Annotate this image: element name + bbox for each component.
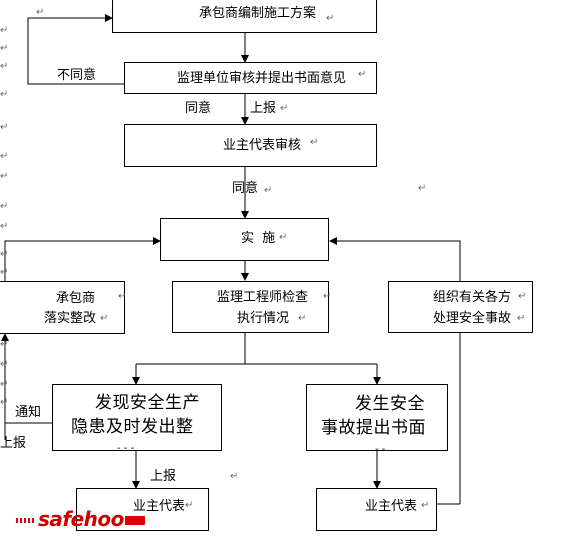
return-mark: ↵ [421, 500, 430, 511]
return-mark: ↵ [264, 185, 273, 196]
safehoo-logo: safehoo [16, 507, 145, 531]
box-supervisor-inspect-line1: 监理工程师检查 [217, 290, 309, 305]
return-mark: ↵ [280, 103, 289, 114]
box-organize-handle-line1: 组织有关各方 [433, 290, 512, 305]
box-organize-handle: 组织有关各方 处理安全事故 [388, 281, 533, 333]
return-mark: ↵ [279, 232, 288, 243]
logo-dots-icon [16, 518, 36, 523]
return-mark: ↵ [0, 122, 9, 133]
return-mark: ↵ [0, 221, 9, 232]
box-owner-rep-right-label: 业主代表 [365, 499, 418, 514]
box-owner-rep-left-label: 业主代表 [133, 499, 186, 514]
return-mark: ↵ [0, 61, 9, 72]
return-mark: ↵ [100, 313, 109, 324]
box-implement: 实 施 [160, 218, 329, 261]
box-contractor-rectify: 承包商 落实整改 [0, 281, 125, 334]
label-report-1: 上报 [250, 101, 277, 116]
box-accident-report-line1: 发生安全 [355, 394, 425, 414]
return-mark: ↵ [36, 7, 45, 18]
return-mark: ↵ [298, 313, 307, 324]
return-mark: ↵ [0, 89, 9, 100]
box-supervisor-review-label: 监理单位审核并提出书面意见 [177, 71, 347, 86]
box-supervisor-review: 监理单位审核并提出书面意见 [124, 62, 377, 94]
return-mark: ↵ [326, 13, 335, 24]
label-report-left: 上报 [0, 436, 27, 451]
return-mark: ↵ [358, 69, 367, 80]
return-mark: ↵ [518, 291, 527, 302]
truncated-text-fragment: - - [375, 444, 386, 451]
label-agree-2: 同意 [232, 181, 259, 196]
return-mark: ↵ [0, 397, 9, 408]
return-mark: ↵ [0, 171, 9, 182]
box-find-hazard: 发现安全生产 隐患及时发出整 - - - [52, 384, 222, 451]
box-accident-report: 发生安全 事故提出书面 - - [306, 384, 448, 451]
box-implement-label: 实 施 [241, 231, 276, 246]
box-contractor-rectify-line2: 落实整改 [44, 311, 97, 326]
return-mark: ↵ [0, 379, 9, 390]
notify-line [1, 333, 52, 424]
box-organize-handle-line2: 处理安全事故 [433, 311, 512, 326]
return-mark: ↵ [310, 137, 319, 148]
box-contractor-rectify-line1: 承包商 [56, 291, 96, 306]
return-mark: ↵ [230, 471, 239, 482]
box-owner-rep-review-label: 业主代表审核 [223, 138, 302, 153]
label-notify: 通知 [15, 405, 42, 420]
return-mark: ↵ [0, 201, 9, 212]
return-mark: ↵ [0, 43, 9, 54]
box-supervisor-inspect: 监理工程师检查 执行情况 [172, 281, 329, 333]
box-find-hazard-line1: 发现安全生产 [95, 393, 200, 413]
box-owner-rep-right: 业主代表 [316, 488, 437, 531]
right-loop-line [329, 237, 461, 504]
return-mark: ↵ [418, 183, 427, 194]
return-mark: ↵ [185, 500, 194, 511]
return-mark: ↵ [118, 291, 127, 302]
truncated-text-fragment: - - - [117, 443, 135, 451]
logo-suffix-icon [124, 516, 145, 525]
return-mark: ↵ [0, 25, 9, 36]
logo-text: safehoo [38, 507, 124, 531]
return-mark: ↵ [323, 291, 332, 302]
box-owner-rep-review: 业主代表审核 [124, 124, 377, 167]
box-supervisor-inspect-line2: 执行情况 [237, 311, 290, 326]
return-mark: ↵ [0, 339, 9, 350]
box-accident-report-line2: 事故提出书面 [321, 418, 426, 438]
disagree-loop-line [27, 14, 124, 85]
label-report-2: 上报 [150, 469, 177, 484]
return-mark: ↵ [0, 267, 9, 278]
box-find-hazard-line2: 隐患及时发出整 [71, 417, 194, 437]
return-mark: ↵ [0, 249, 9, 260]
label-agree-1: 同意 [185, 101, 212, 116]
return-mark: ↵ [0, 359, 9, 370]
return-mark: ↵ [517, 313, 526, 324]
box-compile-plan-label: 承包商编制施工方案 [199, 6, 317, 21]
return-mark: ↵ [0, 151, 9, 162]
label-disagree: 不同意 [57, 68, 97, 83]
box-compile-plan: 承包商编制施工方案 [112, 0, 377, 33]
